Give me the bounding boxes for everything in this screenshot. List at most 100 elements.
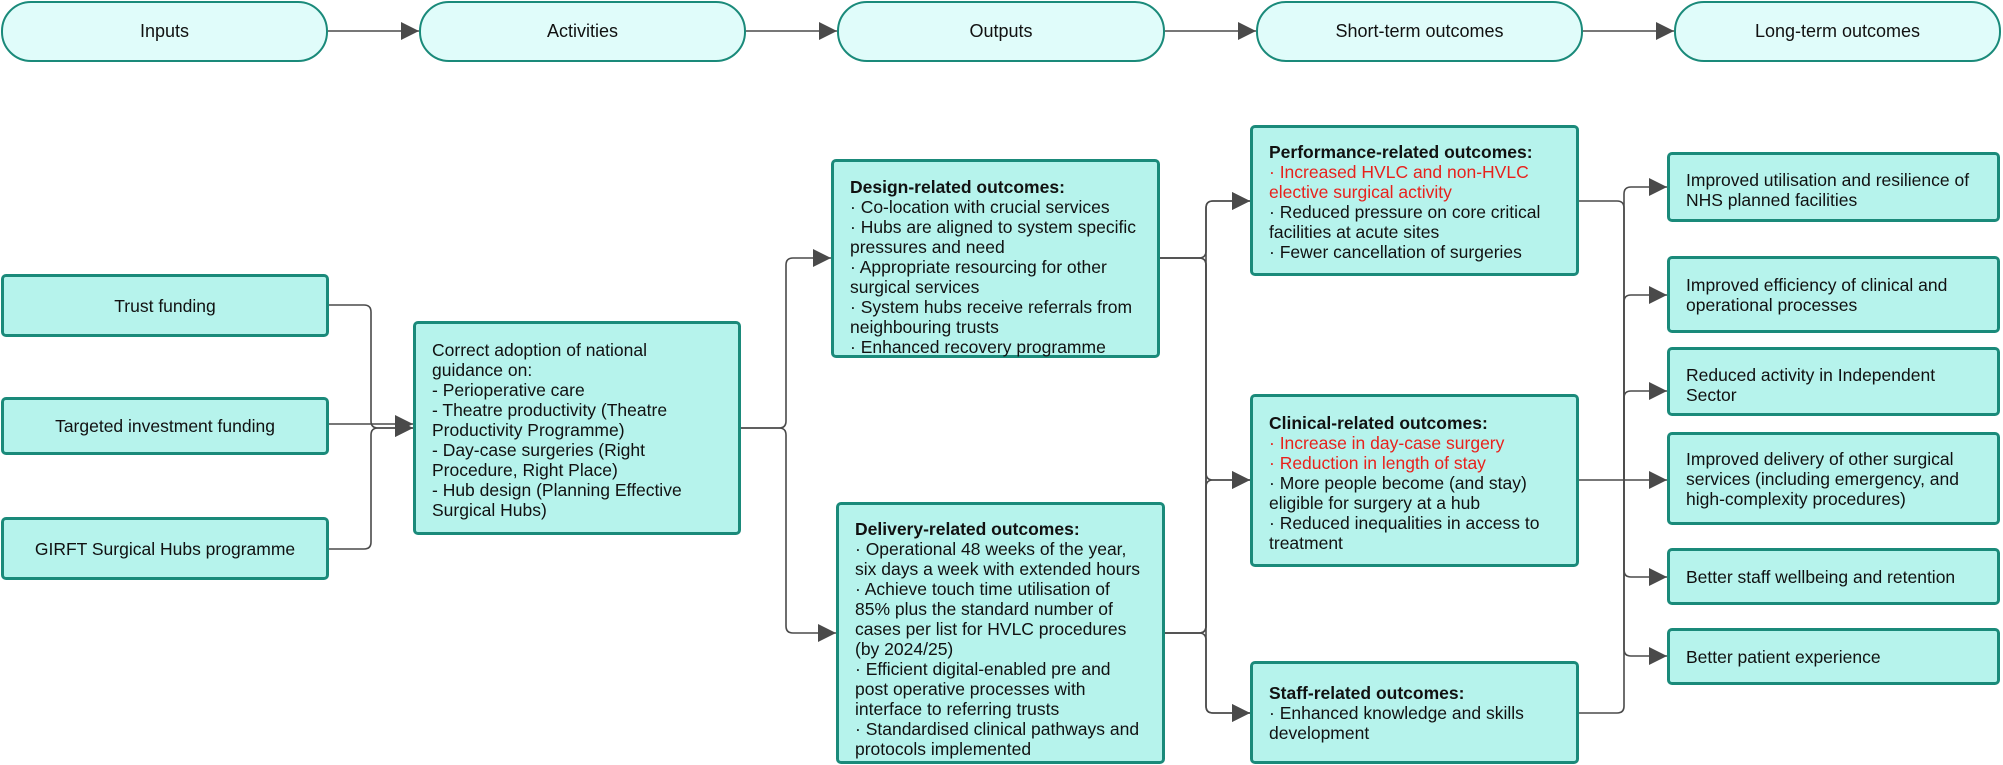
text-line: post operative processes with: [855, 679, 1086, 699]
stage-outputs: Outputs: [837, 1, 1165, 62]
text-line: Reduced activity in Independent: [1686, 365, 1936, 385]
text-line: Surgical Hubs): [432, 500, 547, 520]
edge-to-lt-2: [1623, 286, 1667, 480]
edge-delivery-to-staff: [1165, 632, 1250, 722]
text-line: 85% plus the standard number of: [855, 599, 1113, 619]
text-line: Sector: [1686, 385, 1737, 405]
edge-delivery-to-clinical: [1165, 471, 1250, 634]
text-line: · Standardised clinical pathways and: [855, 719, 1140, 739]
text-line: · Reduced inequalities in access to: [1269, 513, 1540, 533]
text-line: pressures and need: [850, 237, 1005, 257]
text-line: Procedure, Right Place): [432, 460, 618, 480]
input-girft-surgical-hubs: GIRFT Surgical Hubs programme: [1, 517, 329, 580]
text-line: cases per list for HVLC procedures: [855, 619, 1127, 639]
stage-long-term-outcomes: Long-term outcomes: [1674, 1, 2001, 62]
text-line: · More people become (and stay): [1269, 473, 1527, 493]
text-line-highlighted: elective surgical activity: [1269, 182, 1452, 202]
node-label: Trust funding: [114, 295, 216, 316]
stage-short-term-outcomes: Short-term outcomes: [1256, 1, 1583, 62]
node-title: Performance-related outcomes:: [1269, 142, 1533, 162]
edge-to-lt-3: [1623, 382, 1667, 480]
text-line: · Appropriate resourcing for other: [850, 257, 1107, 277]
edge-girft-to-activity: [329, 419, 413, 550]
edge-activity-to-delivery: [741, 427, 836, 642]
text-line: Improved efficiency of clinical and: [1686, 275, 1948, 295]
input-targeted-investment-funding: Targeted investment funding: [1, 397, 329, 455]
edge-delivery-to-performance: [1165, 192, 1250, 634]
edge-to-lt-6: [1623, 480, 1667, 665]
stage-label: Outputs: [969, 21, 1033, 41]
text-line: · Efficient digital-enabled pre and: [855, 659, 1111, 679]
edge-performance-to-long-term: [1579, 200, 1625, 480]
stage-label: Inputs: [139, 21, 190, 41]
text-line: · Enhanced recovery programme: [850, 337, 1106, 357]
edge-design-to-clinical: [1160, 257, 1250, 489]
short-term-performance-related: Performance-related outcomes: · Increase…: [1250, 125, 1579, 276]
text-line: · Reduced pressure on core critical: [1269, 202, 1541, 222]
stage-inputs: Inputs: [1, 1, 328, 62]
stage-label: Activities: [546, 21, 618, 41]
node-title: Design-related outcomes:: [850, 177, 1065, 197]
short-term-staff-related: Staff-related outcomes: · Enhanced knowl…: [1250, 661, 1579, 764]
input-trust-funding: Trust funding: [1, 274, 329, 337]
text-line: Better staff wellbeing and retention: [1686, 567, 1956, 587]
text-line: neighbouring trusts: [850, 317, 999, 337]
output-delivery-related: Delivery-related outcomes: · Operational…: [836, 502, 1165, 764]
activity-national-guidance: Correct adoption of national guidance on…: [413, 321, 741, 535]
long-term-patient-experience: Better patient experience: [1667, 628, 2000, 685]
text-line: treatment: [1269, 533, 1343, 553]
long-term-improved-delivery-other-surgical: Improved delivery of other surgical serv…: [1667, 432, 2000, 525]
text-line: Correct adoption of national: [432, 340, 647, 360]
text-line: - Perioperative care: [432, 380, 585, 400]
text-line: protocols implemented: [855, 739, 1032, 759]
edge-to-lt-1: [1623, 178, 1667, 480]
text-line: · Fewer cancellation of surgeries: [1269, 242, 1522, 262]
text-line: high-complexity procedures): [1686, 489, 1906, 509]
text-line-highlighted: · Increase in day-case surgery: [1269, 433, 1505, 453]
text-line: surgical services: [850, 277, 980, 297]
text-line: · Operational 48 weeks of the year,: [855, 539, 1127, 559]
edge-design-to-performance: [1160, 192, 1250, 259]
edge-to-lt-5: [1623, 480, 1667, 586]
text-line: · Hubs are aligned to system specific: [850, 217, 1136, 237]
text-line: operational processes: [1686, 295, 1858, 315]
text-line: - Theatre productivity (Theatre: [432, 400, 668, 420]
text-line: Improved delivery of other surgical: [1686, 449, 1954, 469]
text-line: guidance on:: [432, 360, 533, 380]
text-line: · Enhanced knowledge and skills: [1269, 703, 1524, 723]
node-label: Targeted investment funding: [55, 416, 275, 436]
long-term-reduced-independent-sector: Reduced activity in Independent Sector: [1667, 347, 2000, 416]
short-term-clinical-related: Clinical-related outcomes: · Increase in…: [1250, 394, 1579, 567]
edge-trust-to-activity: [329, 304, 413, 437]
text-line: development: [1269, 723, 1370, 743]
edge-staff-to-long-term: [1579, 480, 1625, 714]
long-term-improved-utilisation: Improved utilisation and resilience of N…: [1667, 152, 2000, 222]
node-label: GIRFT Surgical Hubs programme: [34, 538, 296, 559]
text-line: interface to referring trusts: [855, 699, 1060, 719]
node-title: Staff-related outcomes:: [1269, 683, 1465, 703]
text-line: · Achieve touch time utilisation of: [855, 579, 1110, 599]
text-line: - Day-case surgeries (Right: [432, 440, 645, 460]
text-line: services (including emergency, and: [1686, 469, 1960, 489]
text-line: facilities at acute sites: [1269, 222, 1440, 242]
long-term-staff-wellbeing: Better staff wellbeing and retention: [1667, 548, 2000, 605]
text-line-highlighted: · Increased HVLC and non-HVLC: [1269, 162, 1529, 182]
stage-label: Long-term outcomes: [1754, 21, 1921, 41]
stage-label: Short-term outcomes: [1335, 21, 1504, 41]
text-line: Better patient experience: [1686, 647, 1881, 667]
text-line: - Hub design (Planning Effective: [432, 480, 682, 500]
text-line: (by 2024/25): [855, 639, 954, 659]
text-line: six days a week with extended hours: [855, 559, 1141, 579]
text-line: eligible for surgery at a hub: [1269, 493, 1481, 513]
text-line: · System hubs receive referrals from: [850, 297, 1133, 317]
node-title: Delivery-related outcomes:: [855, 519, 1080, 539]
long-term-improved-efficiency: Improved efficiency of clinical and oper…: [1667, 256, 2000, 333]
stage-activities: Activities: [419, 1, 746, 62]
text-line: Improved utilisation and resilience of: [1686, 170, 1970, 190]
text-line-highlighted: · Reduction in length of stay: [1269, 453, 1486, 473]
text-line: NHS planned facilities: [1686, 190, 1858, 210]
edge-activity-to-design: [741, 249, 831, 429]
node-title: Clinical-related outcomes:: [1269, 413, 1488, 433]
output-design-related: Design-related outcomes: · Co-location w…: [831, 159, 1160, 358]
